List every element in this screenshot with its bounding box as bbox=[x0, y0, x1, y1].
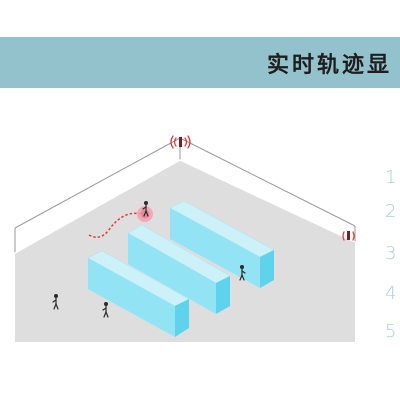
signal-beacon-icon bbox=[170, 135, 191, 149]
movement-trajectory bbox=[88, 212, 142, 238]
step-number-4: 4 bbox=[385, 283, 397, 304]
signal-beacon-icon bbox=[342, 231, 355, 241]
wall-inner-edge bbox=[14, 159, 356, 254]
walking-person-icon bbox=[102, 302, 109, 318]
shelf-3 bbox=[169, 200, 275, 288]
walking-person-icon bbox=[52, 294, 59, 310]
walking-person-icon bbox=[239, 265, 246, 281]
step-number-1: 1 bbox=[385, 167, 397, 188]
step-number-3: 3 bbox=[385, 243, 397, 264]
step-number-5: 5 bbox=[385, 321, 397, 342]
title-bar: 实时轨迹显 bbox=[0, 37, 400, 88]
walking-person-icon bbox=[142, 201, 149, 217]
shelf-2 bbox=[127, 224, 231, 314]
step-number-2: 2 bbox=[385, 201, 397, 222]
page-title: 实时轨迹显 bbox=[267, 53, 393, 78]
shelf-1 bbox=[87, 250, 190, 337]
